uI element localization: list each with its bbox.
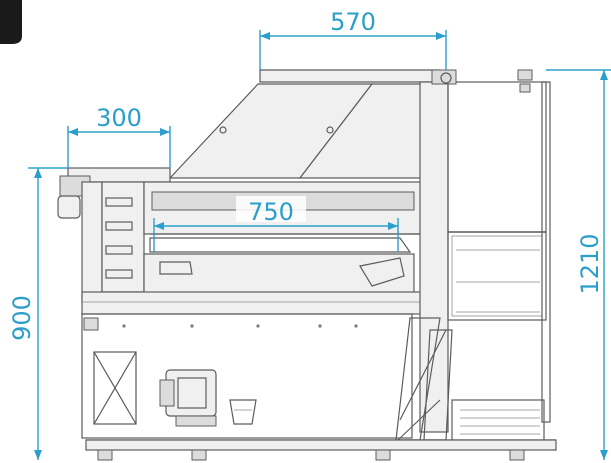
corner-block [0, 0, 22, 44]
insulated-floor [81, 291, 423, 315]
dimension-top-width: 570 [259, 8, 447, 70]
dimension-label-1210: 1210 [576, 233, 604, 294]
dimension-label-900: 900 [8, 295, 36, 341]
dimension-label-570: 570 [330, 8, 376, 36]
condenser-grill [451, 399, 545, 447]
dimension-total-height: 1210 [546, 69, 611, 460]
compressor-unit [159, 369, 217, 427]
dimension-counter-height: 900 [8, 167, 68, 460]
dimension-shelf-depth: 300 [67, 104, 171, 168]
base-cabinet [81, 313, 413, 439]
dimension-label-300: 300 [96, 104, 142, 132]
service-panel [93, 351, 137, 425]
dimension-label-750: 750 [248, 198, 294, 226]
front-post [419, 81, 449, 433]
cabinet-body [57, 69, 557, 461]
base-rail [85, 439, 557, 451]
dimension-inner-depth: 750 [153, 196, 399, 252]
